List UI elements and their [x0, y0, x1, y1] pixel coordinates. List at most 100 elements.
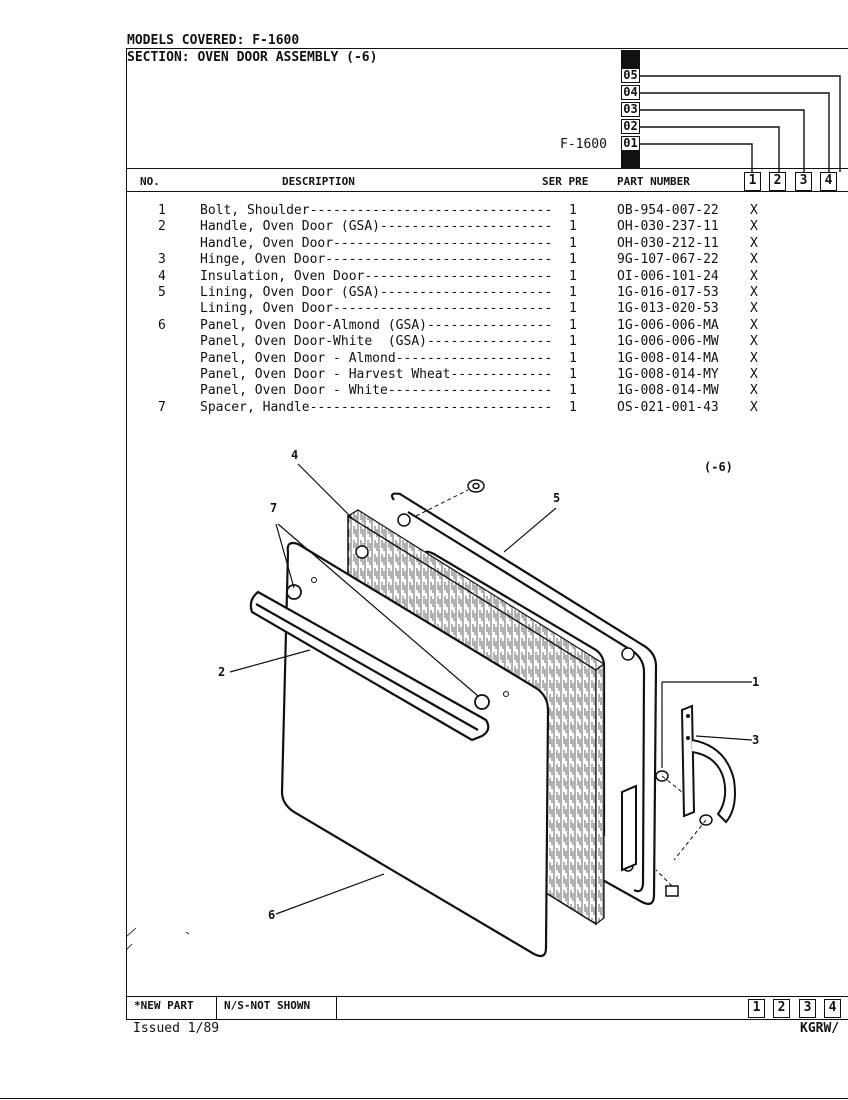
footer-model-3: 3 — [799, 999, 816, 1018]
part-mark: X — [750, 350, 758, 366]
part-no: 4 — [158, 268, 166, 284]
callout-4: 4 — [291, 448, 299, 462]
version-code-05: 05 — [621, 68, 640, 83]
new-part-legend: *NEW PART — [134, 999, 194, 1012]
version-code-04: 04 — [621, 85, 640, 100]
part-number: 1G-006-006-MW — [617, 334, 719, 350]
part-mark: X — [750, 219, 758, 235]
model-col-3: 3 — [795, 172, 812, 191]
version-code-02: 02 — [621, 119, 640, 134]
part-number: OB-954-007-22 — [617, 203, 719, 218]
part-qty: 1 — [569, 334, 577, 350]
part-number: 9G-107-067-22 — [617, 252, 719, 268]
part-mark: X — [750, 383, 758, 399]
part-mark: X — [750, 317, 758, 333]
part-qty: 1 — [569, 350, 577, 366]
assembly-label: (-6) — [704, 460, 733, 474]
bottom-edge-line — [0, 1098, 848, 1099]
part-no: 5 — [158, 285, 166, 300]
footer-sep-1 — [216, 996, 217, 1020]
footer-sep-2 — [336, 996, 337, 1020]
model-col-1: 1 — [744, 172, 761, 191]
footer-model-4: 4 — [824, 999, 841, 1018]
part-number: 1G-008-014-MW — [617, 383, 719, 399]
model-col-4: 4 — [820, 172, 837, 191]
callout-7: 7 — [270, 501, 278, 515]
header-divider — [126, 168, 848, 169]
part-no: 6 — [158, 317, 166, 333]
table-row: Panel, Oven Door - Harvest Wheat--------… — [0, 367, 848, 383]
part-no: 1 — [158, 203, 166, 218]
part-no: 2 — [158, 219, 166, 235]
part-description: Panel, Oven Door - Harvest Wheat--------… — [200, 367, 553, 382]
part-mark: X — [750, 367, 758, 382]
part-description: Insulation, Oven Door-------------------… — [200, 268, 553, 284]
model-col-2: 2 — [769, 172, 786, 191]
part-number: OH-030-212-11 — [617, 235, 719, 251]
part-description: Panel, Oven Door - White----------------… — [200, 383, 553, 399]
version-bar-top — [621, 50, 640, 70]
part-number: OI-006-101-24 — [617, 268, 719, 284]
version-bar-bottom — [621, 150, 640, 168]
version-bracket-lines — [640, 75, 841, 172]
handle-part — [249, 590, 490, 742]
part-number: 1G-008-014-MY — [617, 367, 719, 382]
part-number: OH-030-237-11 — [617, 219, 719, 235]
table-row: 2 Handle, Oven Door (GSA)----------------… — [0, 219, 848, 235]
col-part-number: PART NUMBER — [617, 175, 690, 188]
part-mark: X — [750, 235, 758, 251]
part-qty: 1 — [569, 301, 577, 317]
part-qty: 1 — [569, 367, 577, 382]
part-no: 7 — [158, 399, 166, 415]
table-row: 4 Insulation, Oven Door------------------… — [0, 269, 848, 285]
part-qty: 1 — [569, 383, 577, 399]
part-number: 1G-016-017-53 — [617, 285, 719, 300]
part-qty: 1 — [569, 317, 577, 333]
table-row: Panel, Oven Door - Almond---------------… — [0, 351, 848, 367]
col-no: NO. — [140, 175, 160, 188]
table-row: Handle, Oven Door-----------------------… — [0, 236, 848, 252]
part-mark: X — [750, 252, 758, 268]
exploded-diagram — [126, 463, 753, 958]
footer-model-1: 1 — [748, 999, 765, 1018]
part-qty: 1 — [569, 285, 577, 300]
part-mark: X — [750, 301, 758, 317]
part-mark: X — [750, 334, 758, 350]
col-ser-pre: SER PRE — [542, 175, 589, 188]
callout-6: 6 — [268, 908, 276, 922]
models-covered: MODELS COVERED: F-1600 — [127, 33, 300, 48]
table-row: 3 Hinge, Oven Door-----------------------… — [0, 252, 848, 268]
part-number: 1G-008-014-MA — [617, 350, 719, 366]
top-bolt — [467, 479, 485, 493]
part-description: Handle, Oven Door (GSA)-----------------… — [200, 219, 553, 235]
callout-5: 5 — [553, 491, 561, 505]
page-frame — [126, 48, 848, 1020]
part-description: Hinge, Oven Door------------------------… — [200, 252, 553, 268]
part-mark: X — [750, 285, 758, 300]
part-description: Lining, Oven Door (GSA)-----------------… — [200, 285, 553, 300]
callout-2: 2 — [218, 665, 226, 679]
section-title: SECTION: OVEN DOOR ASSEMBLY (-6) — [127, 50, 378, 65]
part-qty: 1 — [569, 203, 577, 218]
page-code: KGRW/ — [800, 1021, 840, 1036]
footer-model-2: 2 — [773, 999, 790, 1018]
part-no: 3 — [158, 252, 166, 268]
issued-date: Issued 1/89 — [133, 1021, 220, 1036]
version-code-01: 01 — [621, 136, 640, 151]
part-qty: 1 — [569, 235, 577, 251]
part-qty: 1 — [569, 219, 577, 235]
col-description: DESCRIPTION — [282, 175, 355, 188]
leader-lines — [229, 463, 753, 915]
hinge-part — [621, 704, 736, 872]
version-code-03: 03 — [621, 102, 640, 117]
table-row: Panel, Oven Door-White (GSA)------------… — [0, 334, 848, 350]
part-qty: 1 — [569, 268, 577, 284]
callout-1: 1 — [752, 675, 760, 689]
table-row: 5 Lining, Oven Door (GSA)----------------… — [0, 285, 848, 301]
part-qty: 1 — [569, 399, 577, 415]
model-label: F-1600 — [560, 137, 607, 152]
column-divider — [126, 191, 848, 192]
